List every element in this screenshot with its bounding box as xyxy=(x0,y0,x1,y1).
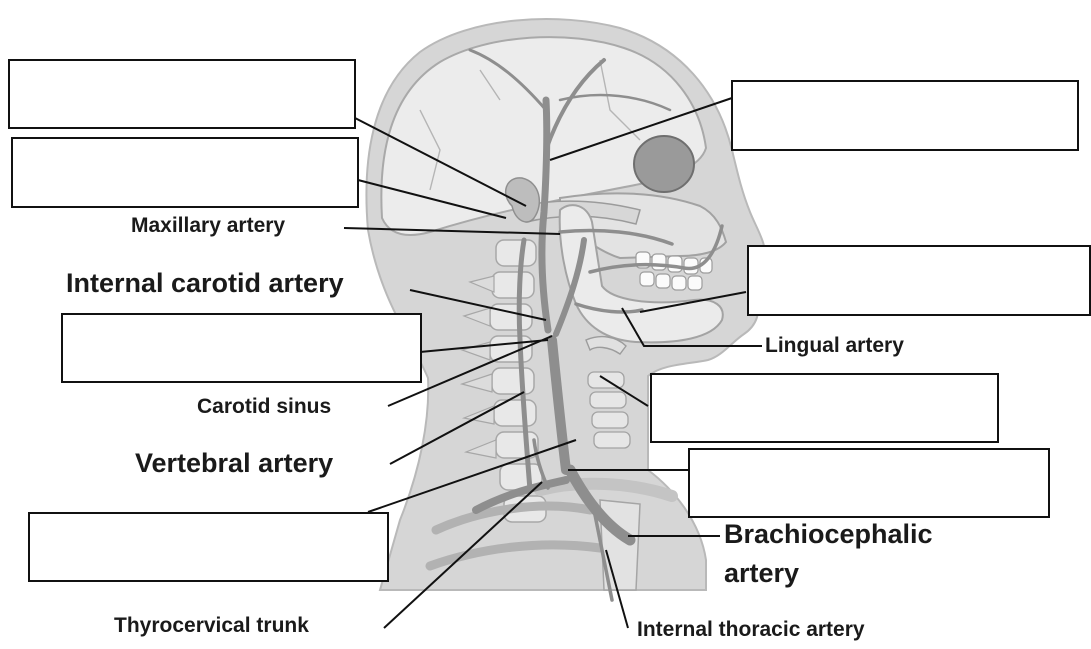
brachiocephalic-artery-label-line2: artery xyxy=(724,558,799,588)
blank-label-box-6[interactable] xyxy=(650,373,999,443)
orbit xyxy=(634,136,694,192)
vertebral-artery-label: Vertebral artery xyxy=(135,448,333,478)
blank-label-box-2[interactable] xyxy=(11,137,359,208)
thyrocervical-trunk-label: Thyrocervical trunk xyxy=(114,614,309,638)
blank-label-box-5[interactable] xyxy=(747,245,1091,316)
blank-label-box-3[interactable] xyxy=(731,80,1079,151)
lingual-artery-label: Lingual artery xyxy=(765,334,904,358)
blank-label-box-7[interactable] xyxy=(688,448,1050,518)
blank-label-box-4[interactable] xyxy=(61,313,422,383)
internal-thoracic-artery-label: Internal thoracic artery xyxy=(637,618,865,642)
maxillary-artery-label: Maxillary artery xyxy=(131,214,285,238)
carotid-sinus-label: Carotid sinus xyxy=(197,395,331,419)
blank-label-box-8[interactable] xyxy=(28,512,389,582)
brachiocephalic-artery-label-line1: Brachiocephalic xyxy=(724,519,933,549)
blank-label-box-1[interactable] xyxy=(8,59,356,129)
internal-carotid-artery-label: Internal carotid artery xyxy=(66,268,344,298)
